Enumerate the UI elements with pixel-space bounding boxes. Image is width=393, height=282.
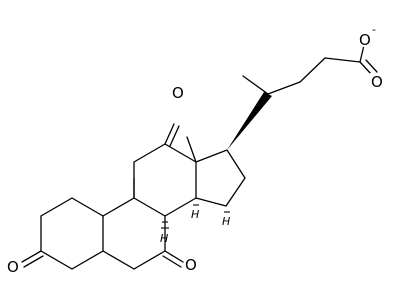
- atom-h-c9: H: [160, 232, 168, 245]
- bond: [225, 177, 246, 207]
- bond: [195, 197, 227, 207]
- bond: [164, 123, 175, 145]
- bond: [164, 143, 197, 163]
- bond: [164, 197, 197, 217]
- bond: [133, 143, 166, 163]
- bond: [102, 250, 135, 270]
- bond: [195, 149, 228, 163]
- bond: [23, 255, 44, 268]
- bond: [226, 149, 246, 179]
- bond: [40, 250, 73, 270]
- atom-o-carbonyl: O: [371, 73, 383, 91]
- bond-methyl-c13: [186, 136, 197, 163]
- bond: [365, 59, 378, 73]
- bond: [71, 197, 104, 217]
- bond: [324, 57, 361, 63]
- atom-h-c8: H: [191, 208, 199, 221]
- bond: [21, 250, 42, 263]
- bond: [162, 255, 182, 268]
- bond: [299, 57, 326, 83]
- atom-o-c3: O: [7, 258, 19, 276]
- bond: [133, 250, 166, 270]
- bond: [133, 197, 166, 217]
- atom-o-c12: O: [172, 84, 184, 102]
- bond: [40, 197, 73, 217]
- bond: [359, 61, 373, 76]
- charge-label: -: [372, 23, 376, 36]
- bond: [169, 125, 180, 147]
- bond: [267, 81, 301, 95]
- atom-h-c14: H: [222, 215, 230, 228]
- wedge-bond: [227, 92, 272, 150]
- bond: [164, 250, 184, 263]
- bond: [242, 75, 269, 95]
- bond: [71, 250, 104, 270]
- atom-o-c7: O: [185, 256, 197, 274]
- bond: [102, 197, 135, 217]
- atom-o-carboxylate: O: [359, 31, 371, 49]
